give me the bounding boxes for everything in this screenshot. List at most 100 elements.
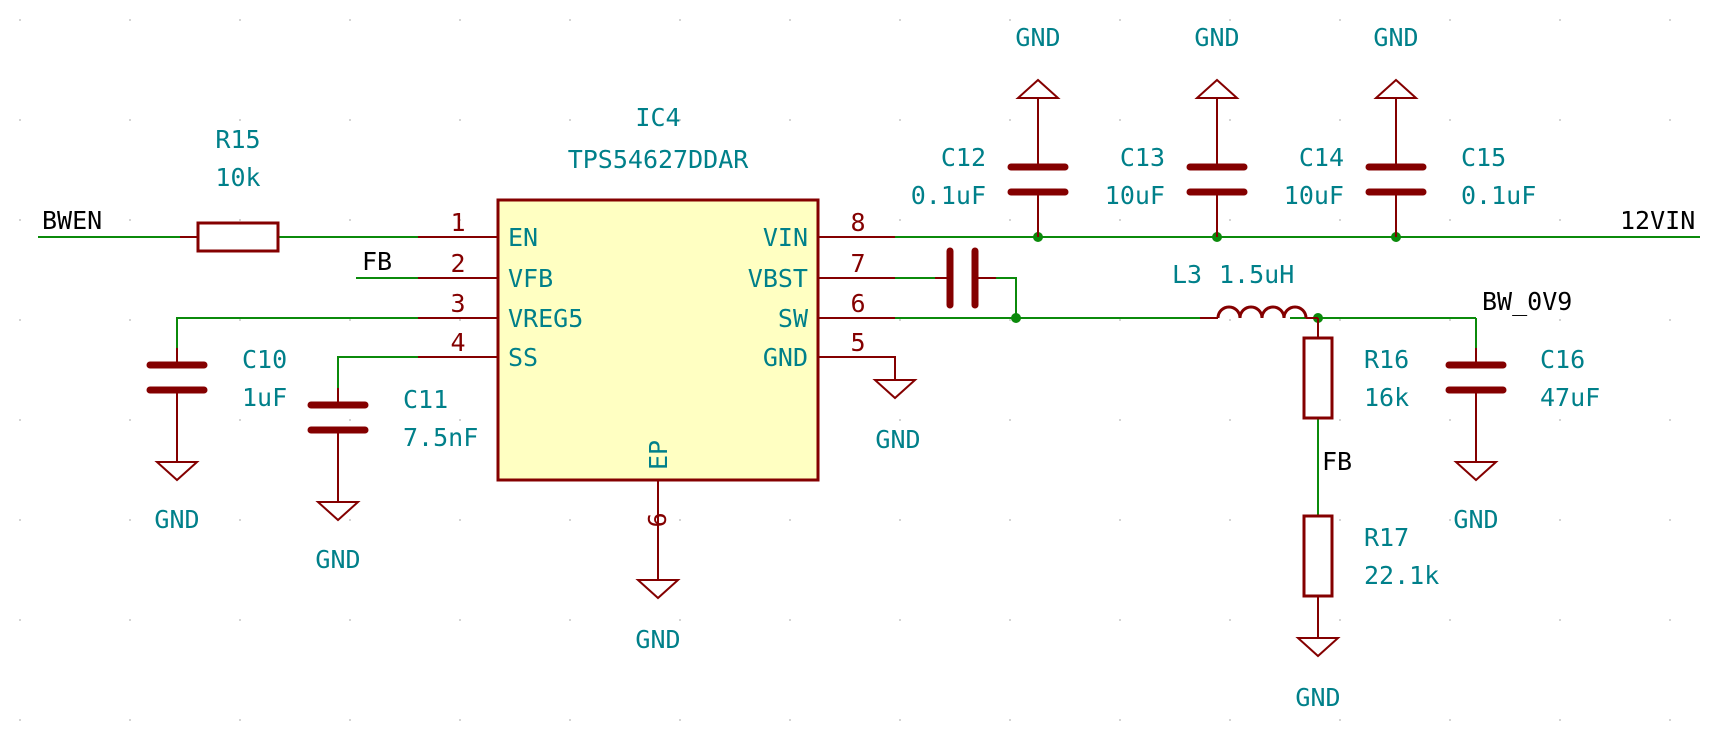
- grid-dot: [1559, 19, 1561, 21]
- junctions: [1011, 232, 1401, 323]
- pin-name: SS: [508, 343, 538, 372]
- grid-dot: [1449, 719, 1451, 721]
- pin-name: VFB: [508, 264, 553, 293]
- capacitor-bootstrap: [935, 247, 996, 309]
- grid-dot: [569, 619, 571, 621]
- capacitor-c16: C16 47uF: [1445, 345, 1600, 462]
- pin-name: SW: [778, 304, 809, 333]
- grid-dots: [19, 19, 1671, 721]
- grid-dot: [459, 19, 461, 21]
- wire-cap-sw: [996, 277, 1017, 318]
- inductor-l3: L3 1.5uH: [1172, 260, 1318, 319]
- grid-dot: [19, 119, 21, 121]
- grid-dot: [1559, 119, 1561, 121]
- grid-dot: [129, 719, 131, 721]
- grid-dot: [459, 319, 461, 321]
- c11-ref: C11: [403, 385, 448, 414]
- l3-value: 1.5uH: [1219, 260, 1294, 289]
- wire-vreg5-c10: [176, 317, 418, 348]
- grid-dot: [1119, 19, 1121, 21]
- ic4-ref: IC4: [635, 103, 680, 132]
- resistor-r17: R17 22.1k: [1302, 514, 1439, 638]
- net-label-12vin: 12VIN: [1620, 206, 1695, 235]
- grid-dot: [129, 319, 131, 321]
- grid-dot: [459, 519, 461, 521]
- ic4-pin-gnd: [818, 356, 896, 380]
- grid-dot: [1339, 319, 1341, 321]
- grid-dot: [19, 519, 21, 521]
- grid-dot: [1669, 19, 1671, 21]
- grid-dot: [129, 19, 131, 21]
- resistor-r16: R16 16k: [1302, 318, 1409, 420]
- grid-dot: [1339, 119, 1341, 121]
- ground-label: GND: [154, 505, 199, 534]
- power-label: GND: [1015, 23, 1060, 52]
- grid-dot: [129, 119, 131, 121]
- r16-ref: R16: [1364, 345, 1409, 374]
- grid-dot: [1119, 319, 1121, 321]
- grid-dot: [679, 719, 681, 721]
- ground-icon: [872, 379, 918, 400]
- grid-dot: [239, 319, 241, 321]
- grid-dot: [459, 719, 461, 721]
- c16-ref: C16: [1540, 345, 1585, 374]
- wire-ss-c11: [337, 356, 418, 388]
- grid-dot: [349, 219, 351, 221]
- grid-dot: [569, 719, 571, 721]
- power-arrow-icon: [1194, 78, 1240, 99]
- c11-value: 7.5nF: [403, 423, 478, 452]
- grid-dot: [1229, 419, 1231, 421]
- grid-dot: [349, 719, 351, 721]
- pin-name: GND: [763, 343, 808, 372]
- grid-dot: [1339, 619, 1341, 621]
- grid-dot: [239, 419, 241, 421]
- r17-ref: R17: [1364, 523, 1409, 552]
- grid-dot: [349, 119, 351, 121]
- net-label-bw-0v9: BW_0V9: [1482, 287, 1572, 316]
- capacitor-c13: C13 10uF: [1105, 98, 1248, 237]
- ground-icon: [635, 579, 681, 600]
- grid-dot: [1229, 319, 1231, 321]
- net-label-fb: FB: [362, 247, 392, 276]
- r15-value: 10k: [215, 163, 260, 192]
- grid-dot: [789, 519, 791, 521]
- capacitor-c11: C11 7.5nF: [307, 385, 478, 502]
- capacitor-c14: C14 10uF: [1284, 98, 1427, 237]
- pin-number: 9: [642, 512, 671, 527]
- grid-dot: [1559, 419, 1561, 421]
- grid-dot: [1669, 419, 1671, 421]
- pin-number: 6: [850, 289, 865, 318]
- c10-ref: C10: [242, 345, 287, 374]
- grid-dot: [1559, 219, 1561, 221]
- grid-dot: [19, 19, 21, 21]
- grid-dot: [1339, 219, 1341, 221]
- ground-icon: [154, 461, 200, 482]
- grid-dot: [1339, 19, 1341, 21]
- grid-dot: [1229, 219, 1231, 221]
- pin-number: 1: [450, 208, 465, 237]
- grid-dot: [899, 219, 901, 221]
- ground-symbols: [154, 379, 1499, 658]
- pin-number: 5: [850, 328, 865, 357]
- grid-dot: [679, 19, 681, 21]
- grid-dot: [1559, 619, 1561, 621]
- pin-name: VBST: [748, 264, 808, 293]
- grid-dot: [899, 519, 901, 521]
- power-arrow-icon: [1373, 78, 1419, 99]
- r16-body: [1302, 336, 1334, 420]
- grid-dot: [899, 319, 901, 321]
- grid-dot: [1119, 719, 1121, 721]
- grid-dot: [349, 419, 351, 421]
- grid-dot: [679, 519, 681, 521]
- grid-dot: [1669, 519, 1671, 521]
- grid-dot: [459, 219, 461, 221]
- capacitor-c10: C10 1uF: [146, 345, 287, 462]
- grid-dot: [1009, 619, 1011, 621]
- grid-dot: [349, 319, 351, 321]
- r17-body: [1302, 514, 1334, 598]
- c10-value: 1uF: [242, 383, 287, 412]
- grid-dot: [349, 619, 351, 621]
- c13-ref: C13: [1120, 143, 1165, 172]
- grid-dot: [789, 619, 791, 621]
- grid-dot: [1449, 619, 1451, 621]
